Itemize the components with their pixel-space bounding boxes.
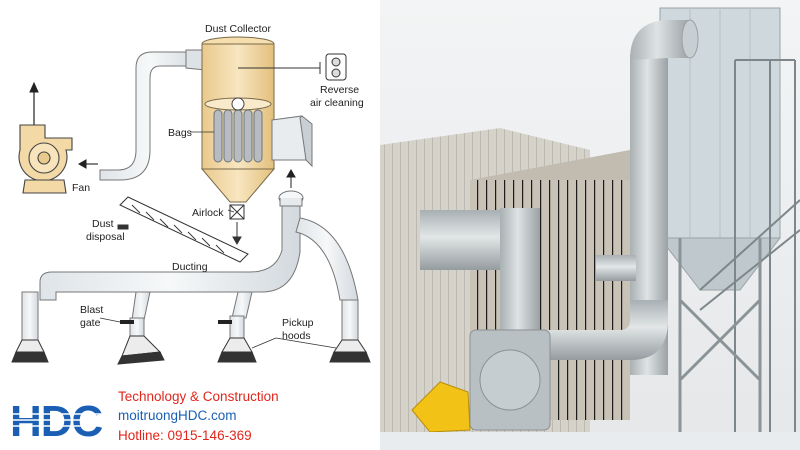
pickup-hood-icons [11, 335, 371, 365]
label-pickup-hoods-2: hoods [282, 330, 311, 342]
label-dust-disposal-1: Dust [92, 218, 114, 230]
hdc-logo-icon: HDC [8, 397, 108, 446]
label-fan: Fan [72, 182, 90, 194]
fan-duct [99, 51, 201, 181]
label-airlock: Airlock [192, 207, 224, 219]
exhaust-arrow [29, 81, 39, 125]
blast-gate-icon [120, 320, 232, 324]
baghouse-photo [380, 0, 800, 450]
dust-collector-body [200, 36, 276, 203]
brand-tagline: Technology & Construction [118, 389, 279, 404]
leader-lines [99, 131, 337, 349]
drop-legs [21, 291, 359, 341]
label-dust-disposal-2: disposal [86, 231, 125, 243]
schematic-diagram: Dust Collector Reverse air cleaning Bags… [11, 23, 371, 365]
fan-inlet-arrow [77, 159, 98, 169]
fan-icon [18, 124, 73, 194]
screw-conveyor [117, 196, 249, 263]
label-reverse-air-1: Reverse [320, 84, 359, 96]
label-blast-gate-2: gate [80, 317, 101, 329]
brand-website-link[interactable]: moitruongHDC.com [118, 408, 237, 423]
brand-hotline: Hotline: 0915-146-369 [118, 428, 252, 443]
hdc-logo-text: HDC [10, 397, 103, 446]
label-pickup-hoods-1: Pickup [282, 317, 314, 329]
label-reverse-air-2: air cleaning [310, 97, 364, 109]
airlock-icon [229, 204, 245, 246]
label-dust-collector: Dust Collector [205, 23, 271, 35]
reverse-air-device [238, 53, 347, 81]
label-blast-gate-1: Blast [80, 304, 103, 316]
label-bags: Bags [168, 127, 192, 139]
label-ducting: Ducting [172, 261, 208, 273]
